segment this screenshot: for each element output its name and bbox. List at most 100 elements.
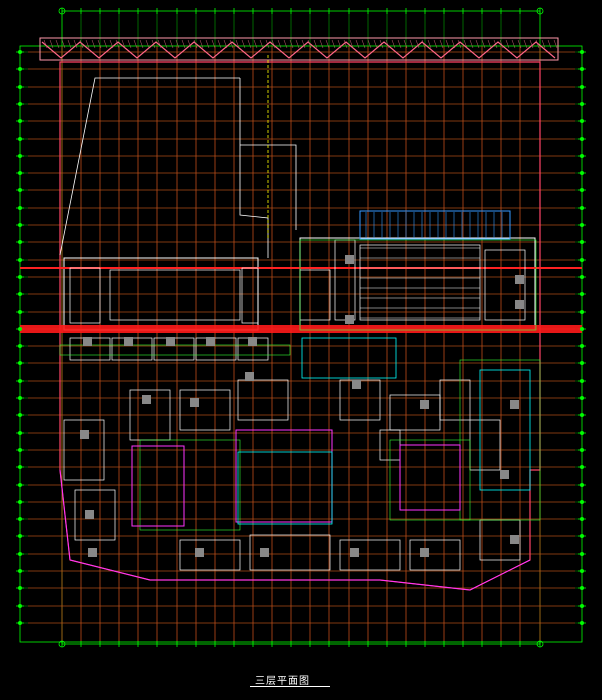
canopy-hatch-line	[217, 39, 222, 49]
axis-bubble	[580, 240, 584, 244]
column	[515, 300, 524, 309]
room-block	[409, 539, 461, 571]
canopy-hatch-line	[433, 39, 438, 49]
canopy-hatch-line	[385, 39, 390, 49]
axis-bubble	[18, 586, 22, 590]
grid-horizontal-lines	[20, 51, 582, 624]
column	[515, 275, 524, 284]
axis-bubble	[18, 292, 22, 296]
room-block	[195, 337, 237, 361]
canopy-hatch-line	[451, 39, 456, 49]
axis-bubble	[580, 361, 584, 365]
canopy-hatch-line	[127, 39, 132, 49]
axis-bubbles	[18, 7, 584, 648]
axis-bubble	[18, 604, 22, 608]
axis-bubble	[580, 258, 584, 262]
canopy-hatch-line	[481, 39, 486, 49]
canopy-hatch-line	[529, 39, 534, 49]
canopy-hatch-line	[199, 39, 204, 49]
column	[510, 535, 519, 544]
canopy-hatch-line	[463, 39, 468, 49]
axis-bubble	[18, 448, 22, 452]
canopy-hatch-line	[505, 39, 510, 49]
column	[88, 548, 97, 557]
plan-title: 三层平面图	[255, 676, 310, 687]
axis-bubble	[580, 396, 584, 400]
axis-ticks	[16, 8, 586, 647]
canopy-hatch-line	[517, 39, 522, 49]
room-block	[241, 267, 259, 324]
axis-bubble	[18, 344, 22, 348]
axis-bubble	[18, 483, 22, 487]
axis-bubble	[18, 621, 22, 625]
canopy-hatch-line	[223, 39, 228, 49]
canopy-hatch-line	[103, 39, 108, 49]
axis-bubble	[58, 7, 66, 15]
upper-sketch-lines	[59, 55, 297, 258]
column	[85, 510, 94, 519]
canopy-hatch-line	[403, 39, 408, 49]
room-block	[359, 244, 481, 321]
structure-lines	[59, 429, 531, 591]
canopy-hatch-line	[409, 39, 414, 49]
axis-bubble	[580, 119, 584, 123]
axis-bubble	[580, 154, 584, 158]
canopy-hatch-line	[511, 39, 516, 49]
canopy-hatch-line	[337, 39, 342, 49]
axis-bubble	[580, 448, 584, 452]
partition-outline	[299, 239, 537, 331]
axis-bubble	[580, 413, 584, 417]
axis-bubble	[18, 258, 22, 262]
room-block	[439, 379, 471, 421]
canopy-hatch-line	[67, 39, 72, 49]
axis-bubble	[18, 517, 22, 521]
canopy-hatch-line	[121, 39, 126, 49]
axis-bubble	[580, 465, 584, 469]
roof-canopy	[39, 37, 559, 61]
axis-bubble	[18, 413, 22, 417]
canopy-hatch-line	[535, 39, 540, 49]
canopy-hatch-line	[469, 39, 474, 49]
canopy-hatch-line	[133, 39, 138, 49]
title-underline	[250, 686, 330, 687]
canopy-hatch-line	[175, 39, 180, 49]
room-block	[63, 419, 105, 481]
column	[500, 470, 509, 479]
axis-bubble	[580, 50, 584, 54]
column	[420, 400, 429, 409]
canopy-hatch-line	[97, 39, 102, 49]
canopy-hatch-line	[487, 39, 492, 49]
canopy-hatch-line	[379, 39, 384, 49]
column	[345, 255, 354, 264]
axis-bubble	[580, 327, 584, 331]
corridor-band	[20, 267, 582, 333]
axis-bubble	[580, 206, 584, 210]
room-block	[484, 249, 526, 321]
axis-bubble	[18, 223, 22, 227]
column	[80, 430, 89, 439]
canopy-hatch-line	[553, 39, 558, 49]
axis-bubble	[18, 465, 22, 469]
canopy-hatch-line	[265, 39, 270, 49]
canopy-hatch-line	[169, 39, 174, 49]
canopy-hatch-line	[289, 39, 294, 49]
glazing-panel	[359, 210, 511, 240]
canopy-hatch-line	[475, 39, 480, 49]
canopy-hatch-line	[85, 39, 90, 49]
canopy-hatch-line	[295, 39, 300, 49]
canopy-hatch-line	[439, 39, 444, 49]
canopy-hatch-line	[235, 39, 240, 49]
canopy-hatch-line	[307, 39, 312, 49]
canopy-hatch-line	[547, 39, 552, 49]
canopy-hatch-line	[319, 39, 324, 49]
axis-bubble	[18, 310, 22, 314]
axis-bubble	[580, 534, 584, 538]
axis-bubble	[18, 188, 22, 192]
canopy-hatch-line	[193, 39, 198, 49]
canopy-hatch-line	[355, 39, 360, 49]
axis-bubble	[580, 137, 584, 141]
axis-bubble	[18, 206, 22, 210]
axis-bubble	[18, 534, 22, 538]
canopy-hatch-line	[457, 39, 462, 49]
column	[166, 337, 175, 346]
